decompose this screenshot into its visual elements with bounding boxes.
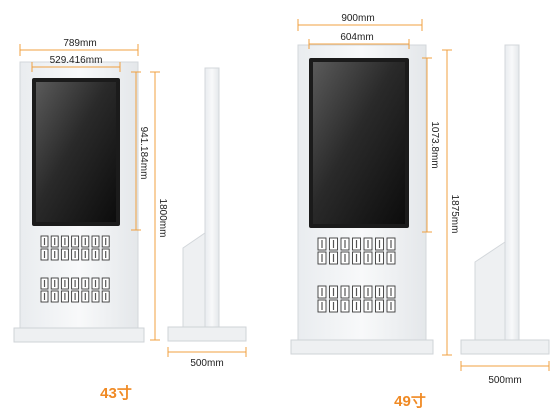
slot-connector	[321, 302, 323, 310]
overall-height-label: 1875mm	[449, 195, 460, 234]
slot-connector	[321, 254, 323, 262]
size-label-43: 43寸	[100, 384, 132, 402]
depth-label: 500mm	[190, 358, 223, 369]
screen-width-label: 529.416mm	[50, 55, 103, 66]
kiosk-49-side: 500mm	[460, 44, 550, 386]
slot-connector	[344, 288, 346, 296]
slot-connector	[321, 240, 323, 248]
slot-connector	[367, 302, 369, 310]
overall-height-label: 1800mm	[157, 199, 168, 238]
overall-width-label: 900mm	[341, 13, 374, 24]
slot-connector	[105, 293, 107, 300]
screen-width-label: 604mm	[340, 32, 373, 43]
cabinet-base	[13, 327, 145, 343]
slot-connector	[390, 288, 392, 296]
side-support	[182, 232, 206, 331]
overall-width-label: 789mm	[63, 38, 96, 49]
slot-connector	[43, 293, 46, 300]
slot-connector	[378, 302, 381, 310]
slot-connector	[84, 238, 86, 245]
screen-height-label: 1073.8mm	[429, 121, 440, 168]
slot-connector	[54, 238, 56, 245]
slot-connector	[43, 280, 46, 287]
size-label-49: 49寸	[394, 392, 426, 410]
kiosk-49-front	[290, 44, 434, 355]
slot-connector	[390, 254, 392, 262]
kiosk-49-dimensions: 900mm 604mm 1073.8mm 1875mm	[297, 13, 460, 356]
slot-connector	[355, 302, 358, 310]
slot-connector	[74, 293, 76, 300]
screen-height-label: 941.184mm	[138, 127, 149, 180]
slot-connector	[74, 238, 76, 245]
slot-connector	[344, 302, 346, 310]
slot-connector	[74, 280, 76, 287]
charging-slots-grid	[40, 235, 110, 303]
side-base	[167, 326, 247, 342]
slot-connector	[332, 254, 335, 262]
side-panel	[204, 67, 220, 331]
slot-connector	[332, 288, 335, 296]
side-base	[460, 339, 550, 355]
slot-connector	[344, 240, 346, 248]
slot-connector	[390, 302, 392, 310]
kiosk-43-dimensions: 789mm 529.416mm 941.184mm 1800mm	[19, 38, 168, 341]
slot-connector	[94, 238, 97, 245]
slot-connector	[43, 251, 46, 258]
slot-connector	[84, 280, 86, 287]
slot-connector	[355, 254, 358, 262]
slot-connector	[64, 293, 66, 300]
slot-connector	[54, 251, 56, 258]
screen	[36, 82, 116, 222]
kiosk-43-side: 500mm	[167, 67, 247, 369]
slot-connector	[378, 288, 381, 296]
slot-connector	[355, 240, 358, 248]
cabinet-base	[290, 339, 434, 355]
slot-connector	[332, 302, 335, 310]
slot-connector	[64, 238, 66, 245]
slot-connector	[332, 240, 335, 248]
slot-connector	[367, 254, 369, 262]
slot-connector	[84, 293, 86, 300]
slot-connector	[105, 280, 107, 287]
slot-connector	[94, 251, 97, 258]
slot-connector	[105, 238, 107, 245]
slot-connector	[43, 238, 46, 245]
slot-connector	[64, 280, 66, 287]
slot-connector	[378, 240, 381, 248]
slot-connector	[94, 280, 97, 287]
slot-connector	[355, 288, 358, 296]
slot-connector	[367, 288, 369, 296]
slot-connector	[344, 254, 346, 262]
slot-connector	[105, 251, 107, 258]
slot-connector	[64, 251, 66, 258]
slot-connector	[321, 288, 323, 296]
slot-connector	[390, 240, 392, 248]
slot-connector	[84, 251, 86, 258]
slot-connector	[54, 293, 56, 300]
screen	[313, 62, 405, 224]
slot-connector	[367, 240, 369, 248]
charging-slots-grid	[317, 237, 396, 313]
kiosk-43-front	[13, 61, 145, 343]
side-support	[474, 241, 506, 343]
side-panel	[504, 44, 520, 343]
slot-connector	[94, 293, 97, 300]
depth-label: 500mm	[488, 375, 521, 386]
slot-connector	[54, 280, 56, 287]
slot-connector	[378, 254, 381, 262]
slot-connector	[74, 251, 76, 258]
